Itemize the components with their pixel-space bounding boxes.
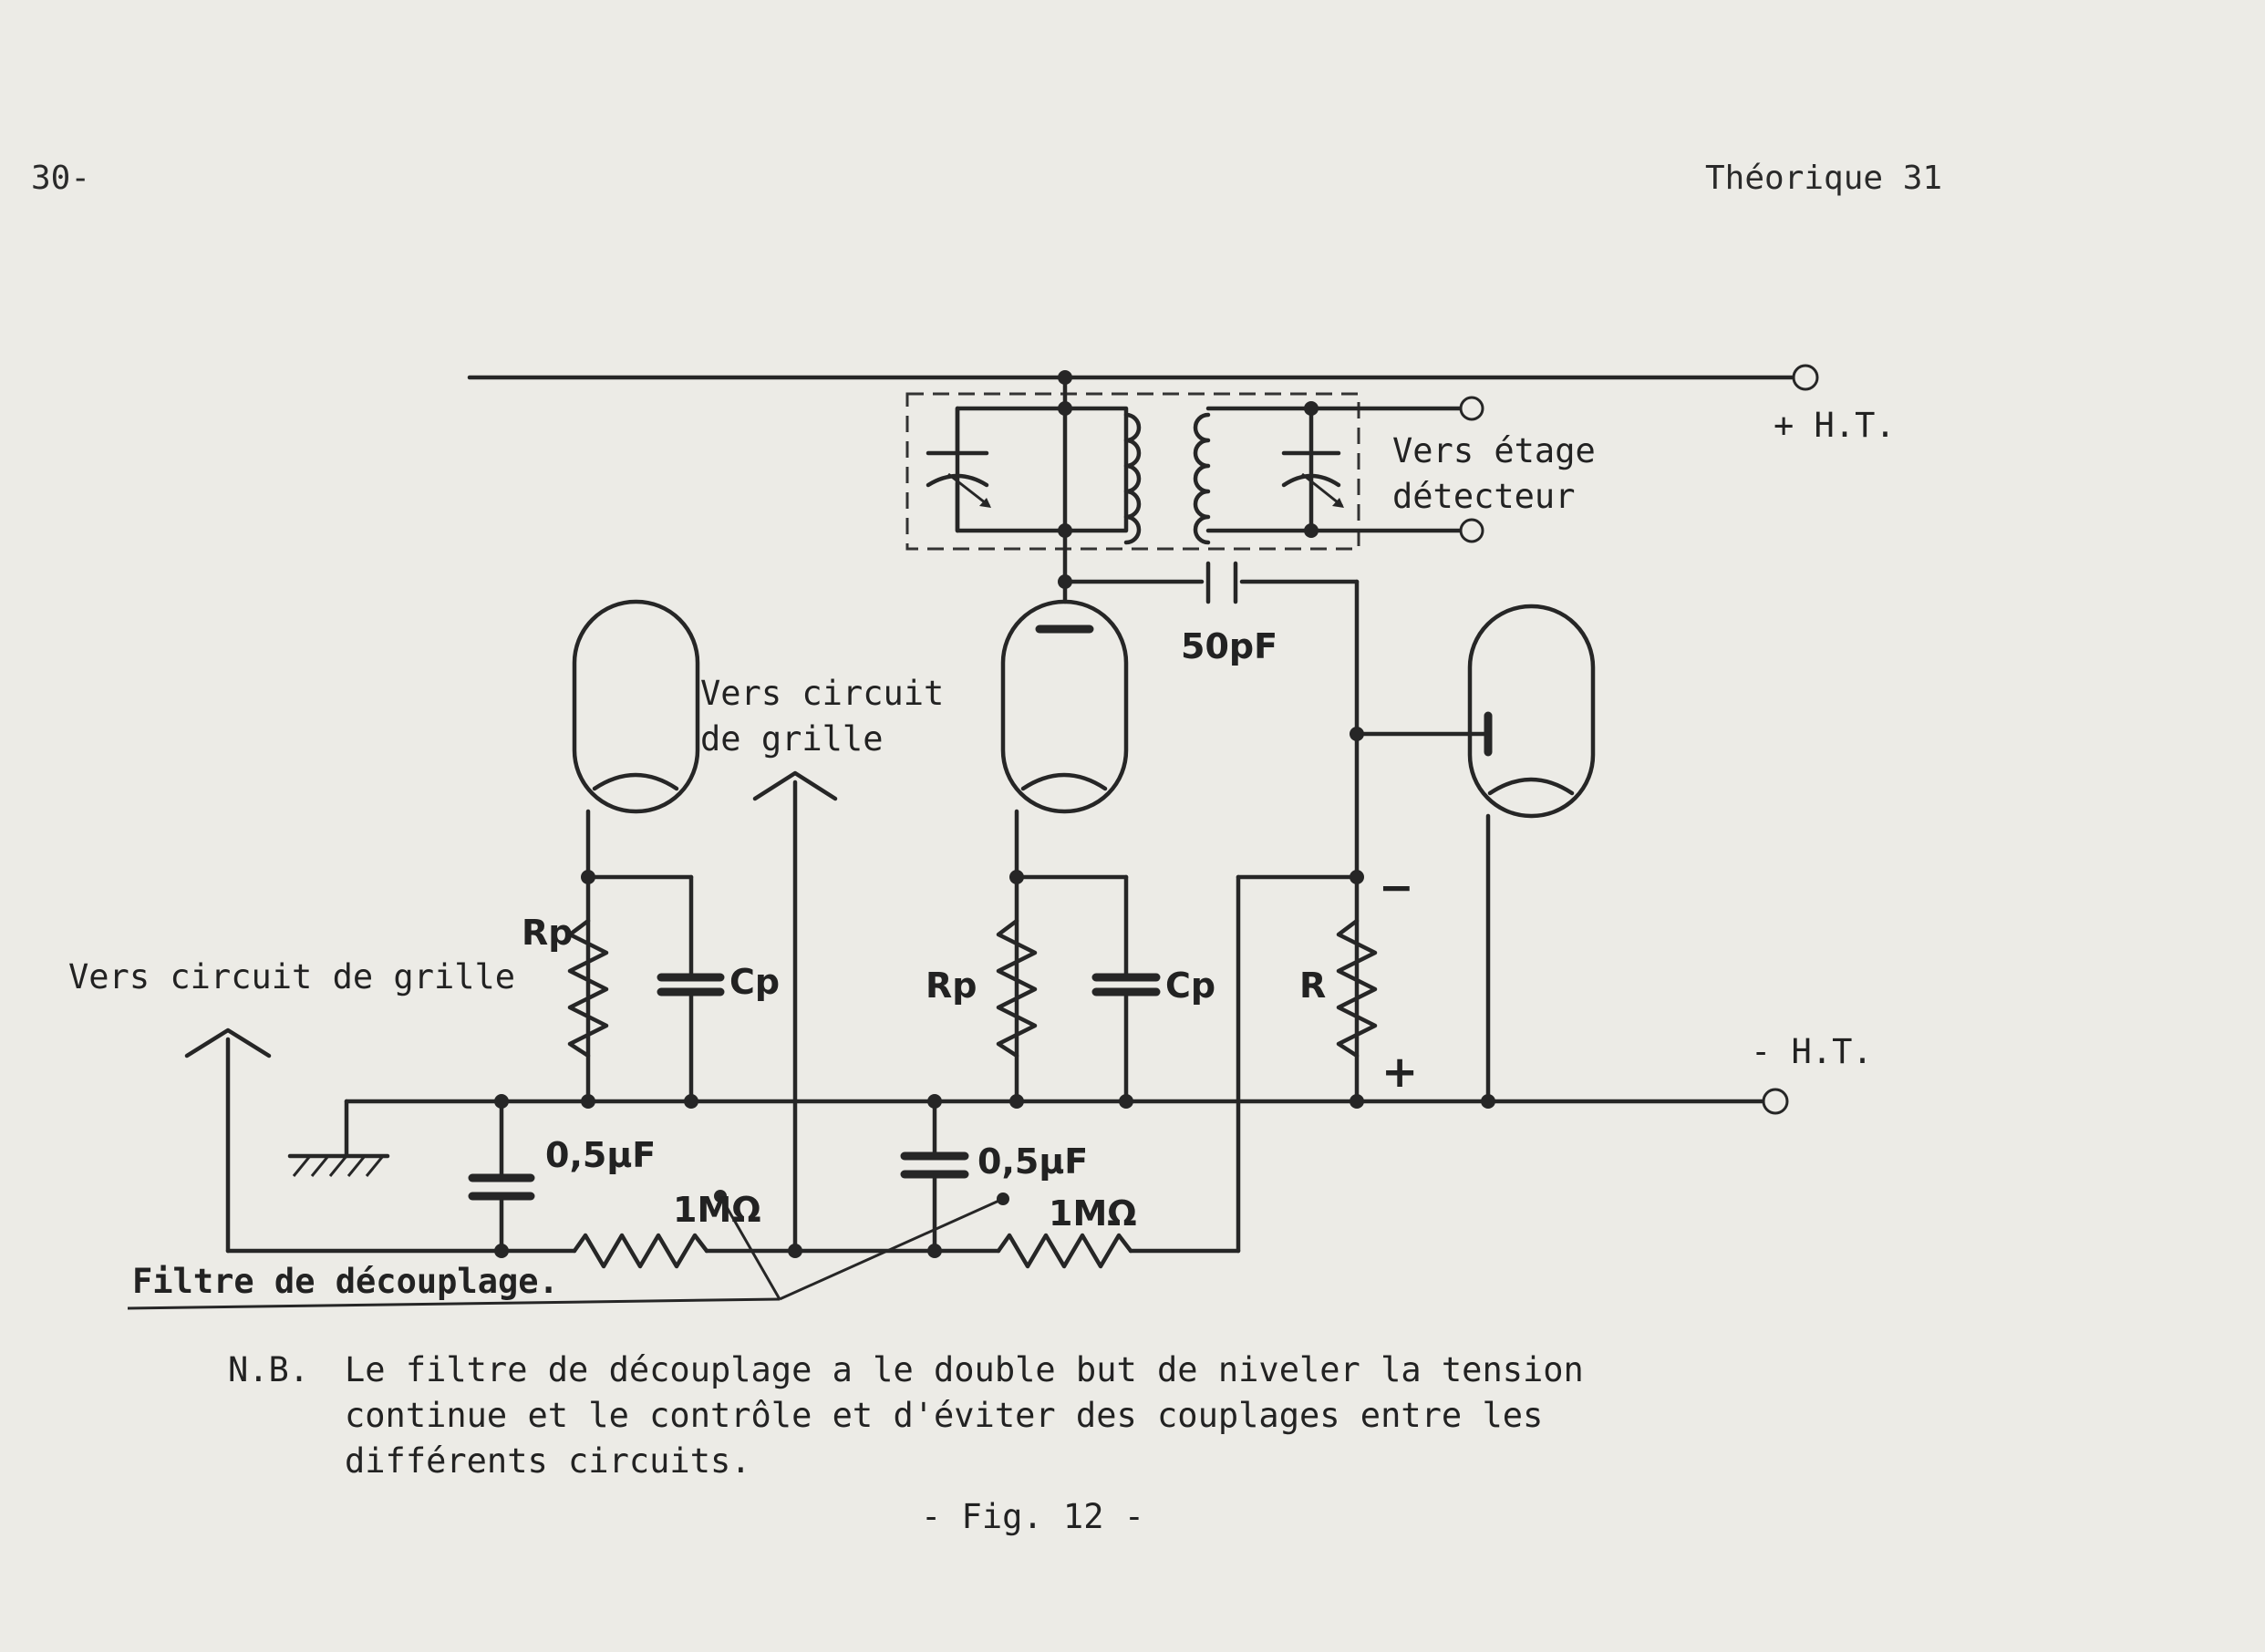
filter-label-underline bbox=[127, 1297, 781, 1310]
detector-label-line2: détecteur bbox=[1392, 477, 1576, 516]
detector-terminal-bottom bbox=[1459, 518, 1484, 543]
cap-50pf-label: 50pF bbox=[1181, 626, 1278, 666]
detector-terminal-top bbox=[1459, 396, 1484, 421]
rp-left-label: Rp bbox=[522, 913, 574, 953]
page-header-right: Théorique 31 bbox=[1705, 160, 1943, 197]
ht-minus-terminal bbox=[1762, 1088, 1789, 1115]
tube-middle bbox=[1000, 599, 1129, 814]
note-line-1: Le filtre de découplage a le double but … bbox=[345, 1350, 1584, 1389]
filter-label: Filtre de découplage. bbox=[132, 1262, 559, 1301]
resistor-1m-mid bbox=[996, 1233, 1133, 1269]
minus-sign-label: − bbox=[1379, 862, 1414, 912]
page-number-left: 30- bbox=[31, 160, 91, 197]
res-1m-left-label: 1MΩ bbox=[673, 1190, 761, 1230]
resistor-1m-left bbox=[572, 1233, 709, 1269]
detector-label-line1: Vers étage bbox=[1392, 431, 1596, 470]
tube-right bbox=[1467, 604, 1596, 819]
grid-left-label: Vers circuit de grille bbox=[68, 957, 516, 996]
tube-left bbox=[572, 599, 700, 814]
grid-mid-label-line1: Vers circuit bbox=[700, 674, 945, 713]
primary-coil bbox=[1123, 412, 1142, 545]
note-line-2: continue et le contrôle et d'éviter des … bbox=[345, 1396, 1544, 1435]
grid-mid-label-line2: de grille bbox=[700, 719, 884, 759]
note-line-3: différents circuits. bbox=[345, 1441, 751, 1481]
ht-plus-terminal bbox=[1792, 364, 1819, 391]
if-transformer-shield bbox=[905, 392, 1360, 551]
resistor-r bbox=[1336, 918, 1378, 1058]
resistor-rp-mid bbox=[996, 918, 1038, 1058]
cp-left-label: Cp bbox=[729, 962, 781, 1002]
grid-arrow-left bbox=[184, 1027, 272, 1058]
ht-plus-label: + H.T. bbox=[1774, 406, 1896, 445]
secondary-coil bbox=[1193, 412, 1211, 545]
rp-mid-label: Rp bbox=[926, 965, 977, 1006]
note-prefix: N.B. bbox=[228, 1350, 310, 1389]
resistor-rp-left bbox=[567, 918, 609, 1058]
cp-mid-label: Cp bbox=[1165, 965, 1216, 1006]
r-label: R bbox=[1299, 965, 1327, 1006]
res-1m-mid-label: 1MΩ bbox=[1049, 1193, 1137, 1234]
plus-sign-label: + bbox=[1381, 1047, 1419, 1098]
figure-caption: - Fig. 12 - bbox=[921, 1497, 1145, 1536]
cap-05-left-label: 0,5μF bbox=[545, 1135, 657, 1175]
cap-05-mid-label: 0,5μF bbox=[977, 1141, 1089, 1182]
grid-arrow-mid bbox=[752, 770, 838, 801]
ht-minus-label: - H.T. bbox=[1751, 1032, 1873, 1071]
